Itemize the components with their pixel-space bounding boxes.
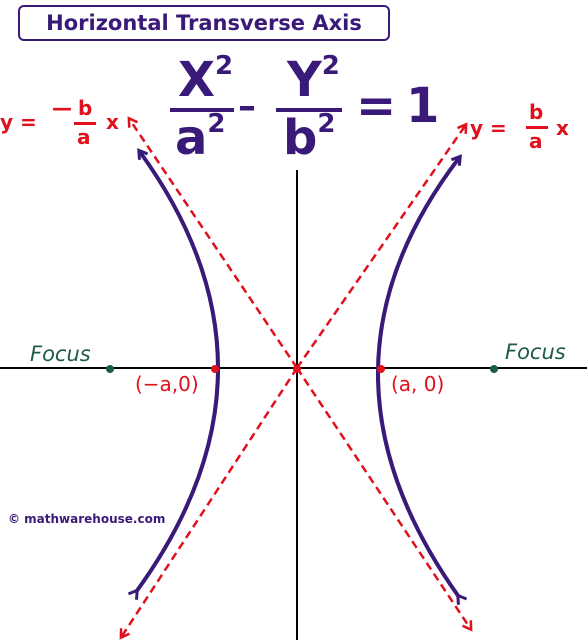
vertex-left-label: (−a,0) <box>135 372 199 396</box>
vertex-right-label: (a, 0) <box>391 372 445 396</box>
equation-b-denominator: b2 <box>283 109 336 166</box>
asymptote-negative-slope-lower <box>295 367 470 628</box>
focus-right-point <box>490 365 498 373</box>
asymptote-left-fraction-bar <box>74 122 96 125</box>
hyperbola-right-branch <box>376 158 459 597</box>
title-box: Horizontal Transverse Axis <box>18 5 390 41</box>
title-text: Horizontal Transverse Axis <box>46 11 362 35</box>
equation-fraction-bar-x <box>170 108 234 112</box>
vertex-right-point <box>377 365 385 373</box>
credit-text: © mathwarehouse.com <box>8 512 166 526</box>
equation-a-denominator: a2 <box>175 109 226 166</box>
vertex-left-point <box>211 365 219 373</box>
equation-y-numerator: Y2 <box>287 51 340 108</box>
focus-left-label: Focus <box>30 342 91 366</box>
center-point <box>293 365 301 373</box>
equation-x-numerator: X2 <box>178 51 234 108</box>
asymptote-positive-slope <box>295 126 465 369</box>
equation-minus: – <box>238 86 256 127</box>
equation-equals: = <box>356 78 397 134</box>
equation-fraction-bar-y <box>276 108 342 112</box>
asymptote-positive-slope-lower <box>122 367 299 636</box>
asymptote-right-fraction-bar <box>526 126 548 129</box>
focus-left-point <box>106 365 114 373</box>
equation-rhs: 1 <box>406 78 440 134</box>
focus-right-label: Focus <box>505 340 566 364</box>
asymptote-negative-slope <box>130 120 299 369</box>
